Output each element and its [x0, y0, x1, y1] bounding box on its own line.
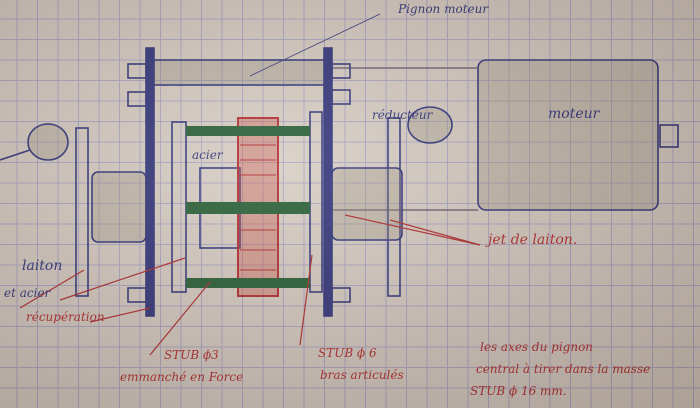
- left-plate: [145, 47, 155, 317]
- stub-bottom: [186, 278, 310, 288]
- motor-body: [477, 59, 659, 211]
- label-bras-articules: bras articulés: [320, 368, 404, 382]
- bolt: [127, 287, 147, 303]
- stub-middle: [186, 202, 310, 214]
- bolt: [127, 91, 147, 107]
- red-leader-lines: [19, 214, 481, 356]
- bolt: [127, 63, 147, 79]
- label-reducteur: réducteur: [372, 108, 433, 122]
- left-hub: [91, 171, 147, 243]
- label-stub-6: STUB ϕ 6: [318, 346, 377, 360]
- label-acier: acier: [192, 148, 223, 162]
- outer-right-arm: [387, 117, 401, 297]
- outer-left-arm: [75, 127, 89, 297]
- stub-top: [186, 126, 310, 136]
- label-emmanche-en-force: emmanché en Force: [120, 370, 244, 384]
- right-weight: [407, 106, 453, 144]
- top-bar: [149, 59, 331, 86]
- left-weight: [27, 123, 69, 161]
- right-plate: [323, 47, 333, 317]
- label-et-acier: et acier: [4, 286, 51, 300]
- label-pignon-moteur: Pignon moteur: [398, 2, 489, 16]
- left-arm-line: [0, 149, 31, 161]
- pignon-leader-line: [249, 13, 381, 77]
- label-moteur: moteur: [548, 106, 600, 122]
- label-laiton: laiton: [22, 258, 63, 274]
- label-jet-de-laiton: jet de laiton.: [488, 232, 578, 248]
- note-line-2: central à tirer dans la masse: [476, 362, 651, 376]
- bolt: [331, 287, 351, 303]
- inner-frame-left: [171, 121, 187, 293]
- inner-frame-right: [309, 111, 323, 293]
- note-line-1: les axes du pignon: [480, 340, 594, 354]
- motor-shaft-end: [659, 124, 679, 148]
- label-recuperation: récupération: [26, 310, 105, 324]
- bolt: [331, 89, 351, 105]
- note-line-3: STUB ϕ 16 mm.: [470, 384, 567, 398]
- bolt: [331, 63, 351, 79]
- label-stub-3: STUB ϕ3: [164, 348, 219, 362]
- motor-housing: [330, 67, 478, 211]
- right-hub: [331, 167, 403, 241]
